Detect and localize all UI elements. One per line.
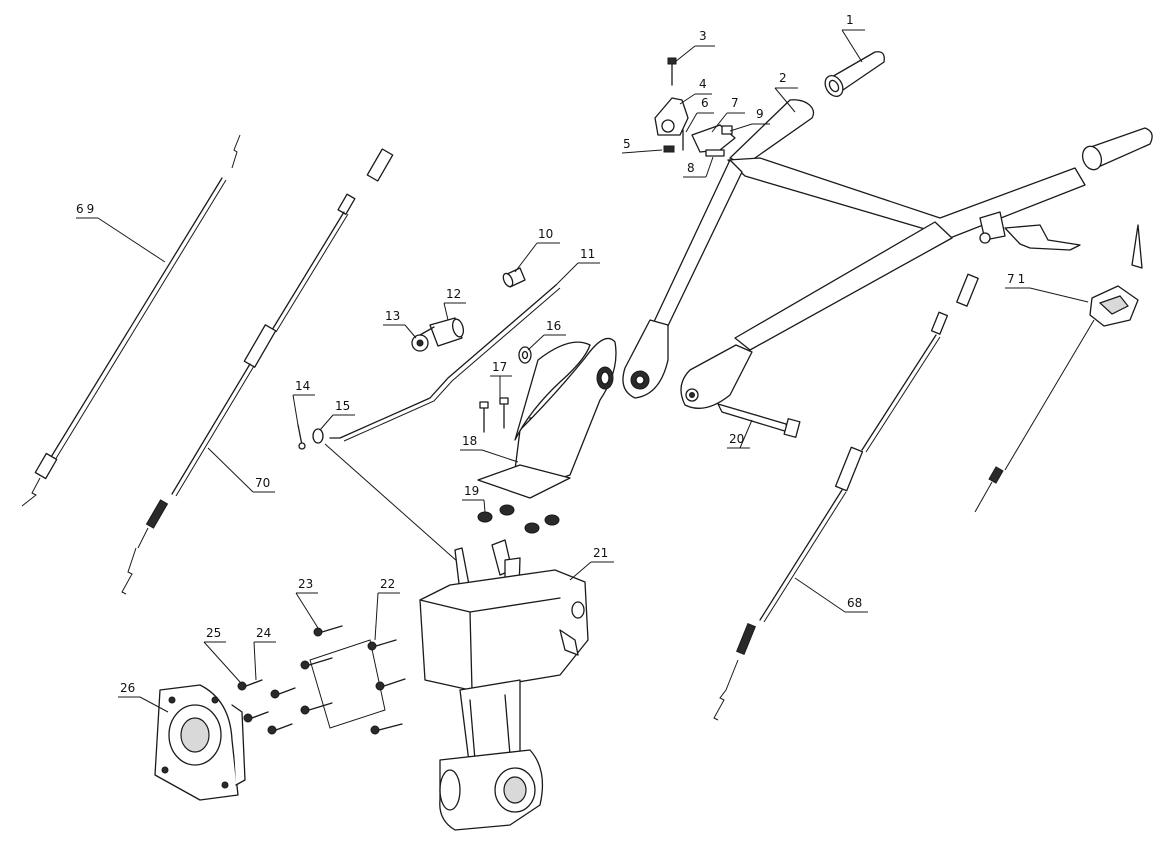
callout-11: 11 — [580, 247, 595, 261]
callout-14: 14 — [295, 379, 310, 393]
bolts-22-23 — [300, 625, 406, 735]
callout-2: 2 — [779, 71, 787, 85]
cable-70 — [121, 148, 394, 595]
bracket-18 — [477, 337, 617, 499]
leader-lines — [76, 29, 1089, 713]
cotter-pin-14 — [297, 424, 306, 450]
callout-6: 6 — [701, 96, 709, 110]
callout-10: 10 — [538, 227, 553, 241]
callout-9: 9 — [756, 107, 764, 121]
callout-19: 19 — [464, 484, 479, 498]
callout-7: 7 — [731, 96, 739, 110]
callout-3: 3 — [699, 29, 707, 43]
cable-68 — [713, 273, 979, 721]
nuts-19 — [477, 504, 560, 534]
callout-68: 68 — [847, 596, 862, 610]
callout-labels: 1 2 3 4 5 6 7 8 9 10 11 12 13 14 15 16 1… — [76, 13, 1028, 695]
grip-1-left — [824, 51, 885, 97]
throttle-lever-71 — [974, 224, 1143, 513]
clip-9 — [721, 125, 733, 135]
link-rod — [324, 443, 459, 563]
gearbox-21 — [419, 539, 589, 831]
pin-10 — [502, 267, 526, 288]
bolt-8 — [705, 149, 725, 157]
washer-16 — [518, 346, 532, 364]
studs-24-25 — [237, 679, 296, 735]
callout-4: 4 — [699, 77, 707, 91]
switch-housing-4 — [654, 97, 689, 136]
callout-69: 69 — [76, 202, 97, 216]
joint-13 — [411, 326, 435, 352]
shift-rod-11 — [329, 284, 561, 442]
joint-12 — [429, 317, 465, 347]
handlebar-2 — [622, 99, 1086, 409]
callout-17: 17 — [492, 360, 507, 374]
callout-21: 21 — [593, 546, 608, 560]
callout-8: 8 — [687, 161, 695, 175]
callout-71: 71 — [1007, 272, 1028, 286]
callout-26: 26 — [120, 681, 135, 695]
callout-18: 18 — [462, 434, 477, 448]
callout-1: 1 — [846, 13, 854, 27]
cover-26 — [154, 684, 246, 801]
callout-22: 22 — [380, 577, 395, 591]
bolt-20 — [717, 403, 801, 438]
callout-25: 25 — [206, 626, 221, 640]
callout-13: 13 — [385, 309, 400, 323]
callout-24: 24 — [256, 626, 271, 640]
callout-23: 23 — [298, 577, 313, 591]
pin-5 — [663, 145, 675, 153]
callout-5: 5 — [623, 137, 631, 151]
callout-20: 20 — [729, 432, 744, 446]
screw-3 — [667, 57, 677, 86]
callout-15: 15 — [335, 399, 350, 413]
callout-16: 16 — [546, 319, 561, 333]
callout-12: 12 — [446, 287, 461, 301]
grip-1-right — [1081, 127, 1153, 171]
callout-70: 70 — [255, 476, 270, 490]
washer-15 — [312, 428, 324, 444]
cable-69 — [21, 134, 241, 507]
